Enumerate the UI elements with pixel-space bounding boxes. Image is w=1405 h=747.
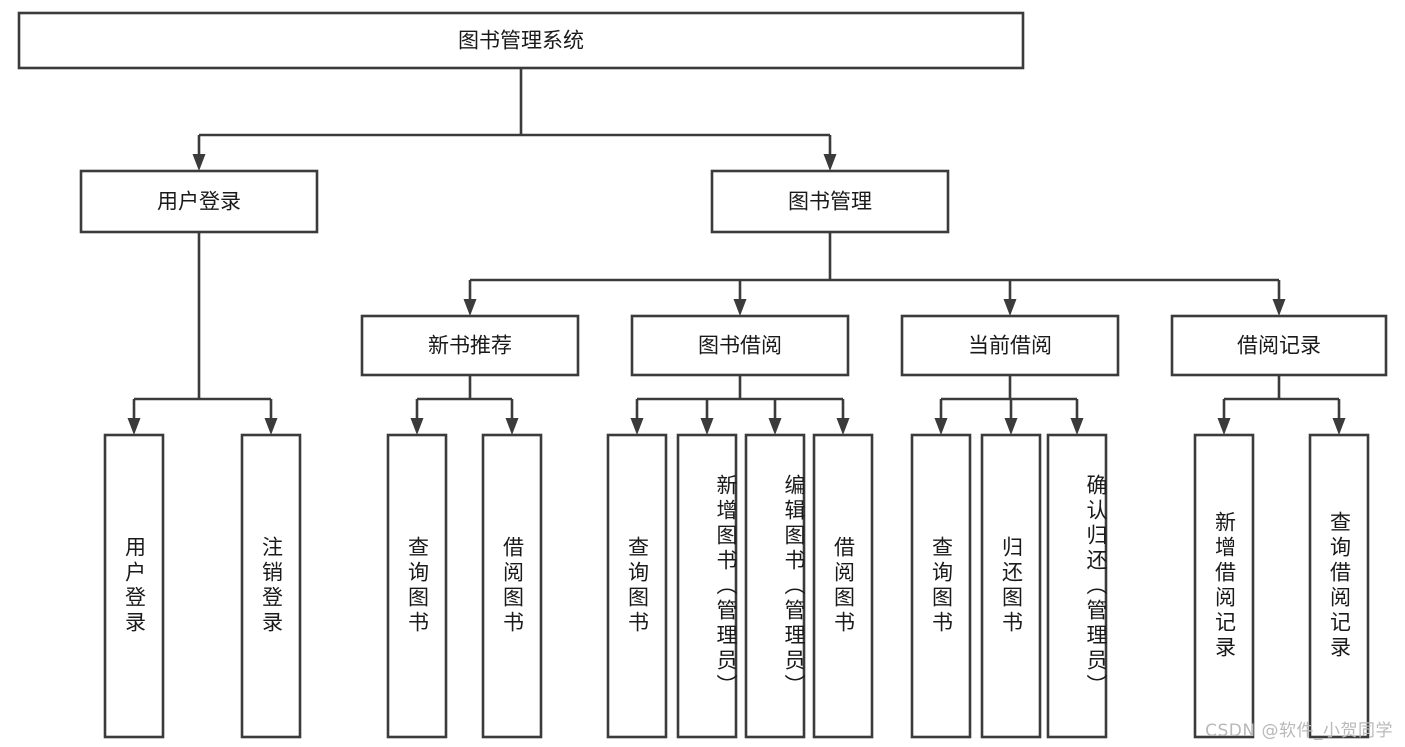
connector-arrowhead <box>505 418 519 435</box>
connector-arrowhead <box>768 418 782 435</box>
node-box-leaf-query-book-rec[interactable] <box>386 433 448 739</box>
connector-arrowhead <box>1003 299 1017 316</box>
connector-layer <box>127 68 1346 435</box>
node-box-book-borrow[interactable] <box>630 314 850 377</box>
connector-arrowhead <box>733 299 747 316</box>
connector-arrowhead <box>1070 418 1084 435</box>
connector-arrowhead <box>410 418 424 435</box>
connector-arrowhead <box>463 299 477 316</box>
node-label-root: 图书管理系统 <box>458 29 584 53</box>
node-box-leaf-add-borrow-record[interactable] <box>1193 433 1255 739</box>
node-label-book-manage: 图书管理 <box>788 190 872 214</box>
node-box-book-manage[interactable] <box>710 169 950 234</box>
connector-arrowhead <box>127 418 141 435</box>
connector-arrowhead <box>1332 418 1346 435</box>
node-box-current-borrow[interactable] <box>900 314 1120 377</box>
node-label-current-borrow: 当前借阅 <box>968 334 1052 358</box>
node-box-leaf-query-book-current[interactable] <box>910 433 972 739</box>
node-box-root[interactable] <box>17 11 1025 70</box>
connector-arrowhead <box>823 154 837 171</box>
connector-arrowhead <box>836 418 850 435</box>
node-box-borrow-record[interactable] <box>1170 314 1388 377</box>
connector-arrowhead <box>700 418 714 435</box>
node-box-leaf-add-book-admin[interactable] <box>676 433 738 739</box>
node-box-leaf-query-book-borrow[interactable] <box>606 433 668 739</box>
csdn-watermark: CSDN @软件_小贺同学 <box>1205 721 1393 741</box>
node-box-user-login[interactable] <box>79 169 319 234</box>
connector-arrowhead <box>192 154 206 171</box>
node-box-leaf-confirm-return-admin[interactable] <box>1046 433 1108 739</box>
connector-arrowhead <box>1272 299 1286 316</box>
node-box-leaf-return-book[interactable] <box>980 433 1042 739</box>
node-label-book-borrow: 图书借阅 <box>698 334 782 358</box>
node-box-new-book-recommend[interactable] <box>360 314 580 377</box>
node-box-leaf-edit-book-admin[interactable] <box>744 433 806 739</box>
connector-arrowhead <box>630 418 644 435</box>
node-label-borrow-record: 借阅记录 <box>1237 334 1321 358</box>
node-label-user-login: 用户登录 <box>157 190 241 214</box>
node-box-layer <box>17 11 1388 739</box>
node-box-leaf-logout[interactable] <box>240 433 302 739</box>
node-box-leaf-user-login[interactable] <box>103 433 165 739</box>
node-label-new-book-recommend: 新书推荐 <box>428 334 512 358</box>
node-box-leaf-query-borrow-record[interactable] <box>1308 433 1370 739</box>
node-box-leaf-borrow-book[interactable] <box>812 433 874 739</box>
connector-arrowhead <box>1217 418 1231 435</box>
connector-arrowhead <box>264 418 278 435</box>
connector-arrowhead <box>934 418 948 435</box>
connector-arrowhead <box>1004 418 1018 435</box>
node-box-leaf-borrow-book-rec[interactable] <box>481 433 543 739</box>
